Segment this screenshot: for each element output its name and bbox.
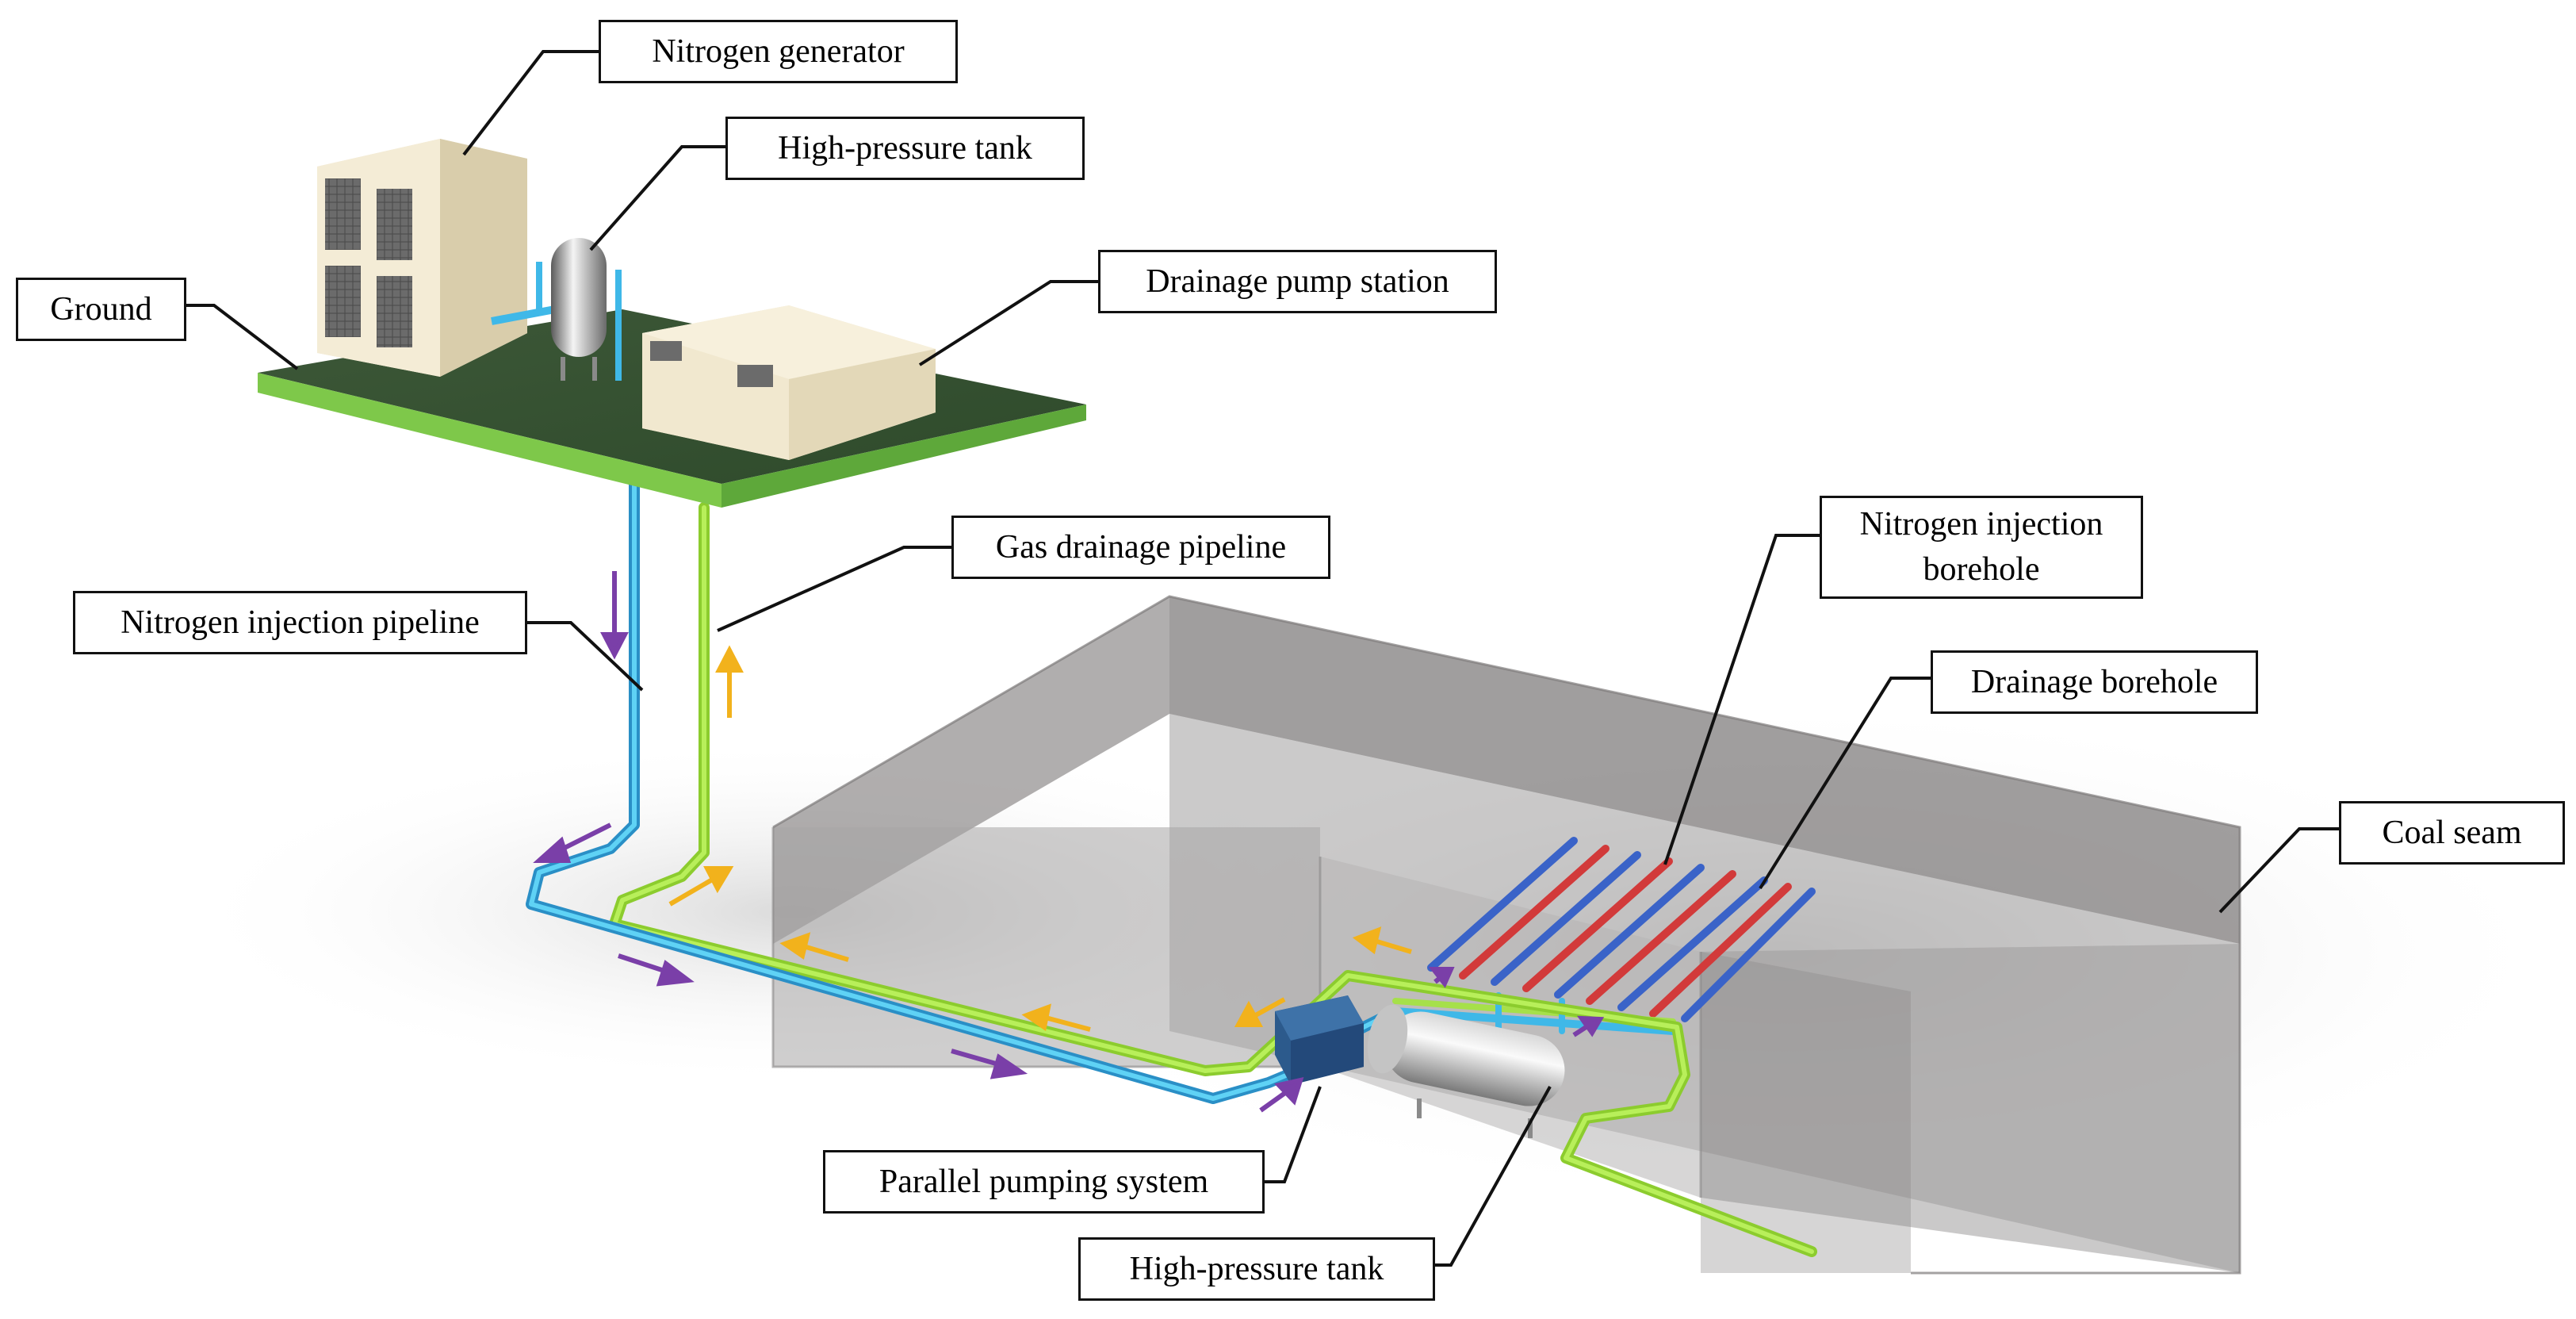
label-high-pressure-tank-bottom: High-pressure tank [1078,1237,1435,1301]
label-gas-drainage-pipeline-text: Gas drainage pipeline [995,528,1287,566]
label-high-pressure-tank-bottom-text: High-pressure tank [1129,1250,1384,1287]
borehole-array [1427,837,1816,1022]
nitrogen-generator-building [317,139,527,377]
label-drainage-borehole: Drainage borehole [1931,650,2258,714]
underground-high-pressure-tank [1367,1004,1565,1138]
surface-high-pressure-tank [491,238,622,381]
label-nitrogen-injection-borehole-line2: borehole [1923,551,2040,588]
label-high-pressure-tank-top: High-pressure tank [725,117,1085,180]
label-drainage-pump-station: Drainage pump station [1098,250,1497,313]
label-drainage-pump-station-text: Drainage pump station [1146,263,1449,300]
label-nitrogen-injection-borehole-line1: Nitrogen injection [1859,506,2103,543]
label-parallel-pumping-system: Parallel pumping system [823,1150,1265,1214]
drainage-pump-station-building [642,305,936,460]
label-gas-drainage-pipeline: Gas drainage pipeline [951,516,1330,579]
gas-flow-arrows [668,645,1412,1032]
label-nitrogen-injection-borehole: Nitrogen injection borehole [1820,496,2143,599]
label-parallel-pumping-system-text: Parallel pumping system [878,1163,1209,1200]
label-drainage-borehole-text: Drainage borehole [1970,663,2218,700]
label-nitrogen-generator: Nitrogen generator [599,20,958,83]
label-nitrogen-injection-pipeline-text: Nitrogen injection pipeline [121,604,480,641]
leader-lines [186,50,2339,1267]
label-coal-seam-text: Coal seam [2382,814,2522,851]
label-ground-text: Ground [50,290,152,328]
label-nitrogen-injection-pipeline: Nitrogen injection pipeline [73,591,527,654]
label-ground: Ground [16,278,186,341]
label-nitrogen-generator-text: Nitrogen generator [652,33,905,70]
parallel-pumping-system [1275,995,1364,1085]
label-high-pressure-tank-top-text: High-pressure tank [778,129,1032,167]
nitrogen-flow-arrows [533,571,1605,1113]
label-coal-seam: Coal seam [2339,801,2565,865]
